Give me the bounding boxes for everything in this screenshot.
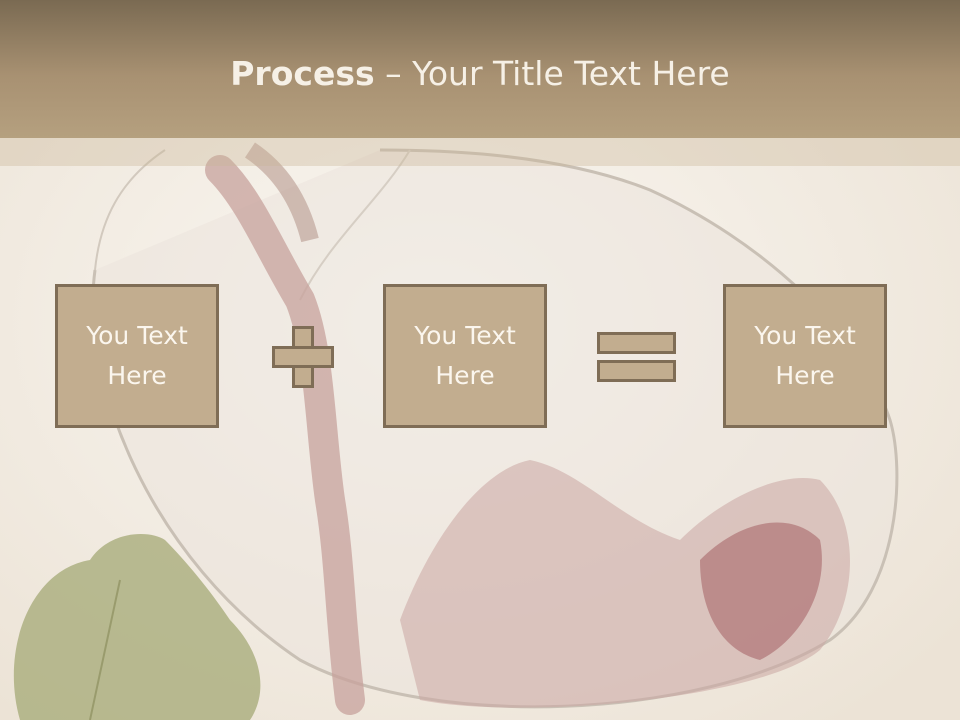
process-box-2[interactable]: You Text Here (383, 284, 547, 428)
process-box-1-text: You Text Here (86, 321, 188, 390)
equals-icon-bottom-bar (597, 360, 676, 382)
plus-icon-center (295, 349, 311, 365)
title-bar-shadow-band (0, 138, 960, 166)
slide-title-rest: – Your Title Text Here (374, 54, 730, 93)
slide-title: Process – Your Title Text Here (0, 52, 960, 96)
equals-icon-top-bar (597, 332, 676, 354)
title-bar (0, 0, 960, 138)
process-box-1[interactable]: You Text Here (55, 284, 219, 428)
process-box-3-text: You Text Here (754, 321, 856, 390)
process-box-2-text: You Text Here (414, 321, 516, 390)
slide-title-bold: Process (230, 54, 375, 93)
process-box-3[interactable]: You Text Here (723, 284, 887, 428)
